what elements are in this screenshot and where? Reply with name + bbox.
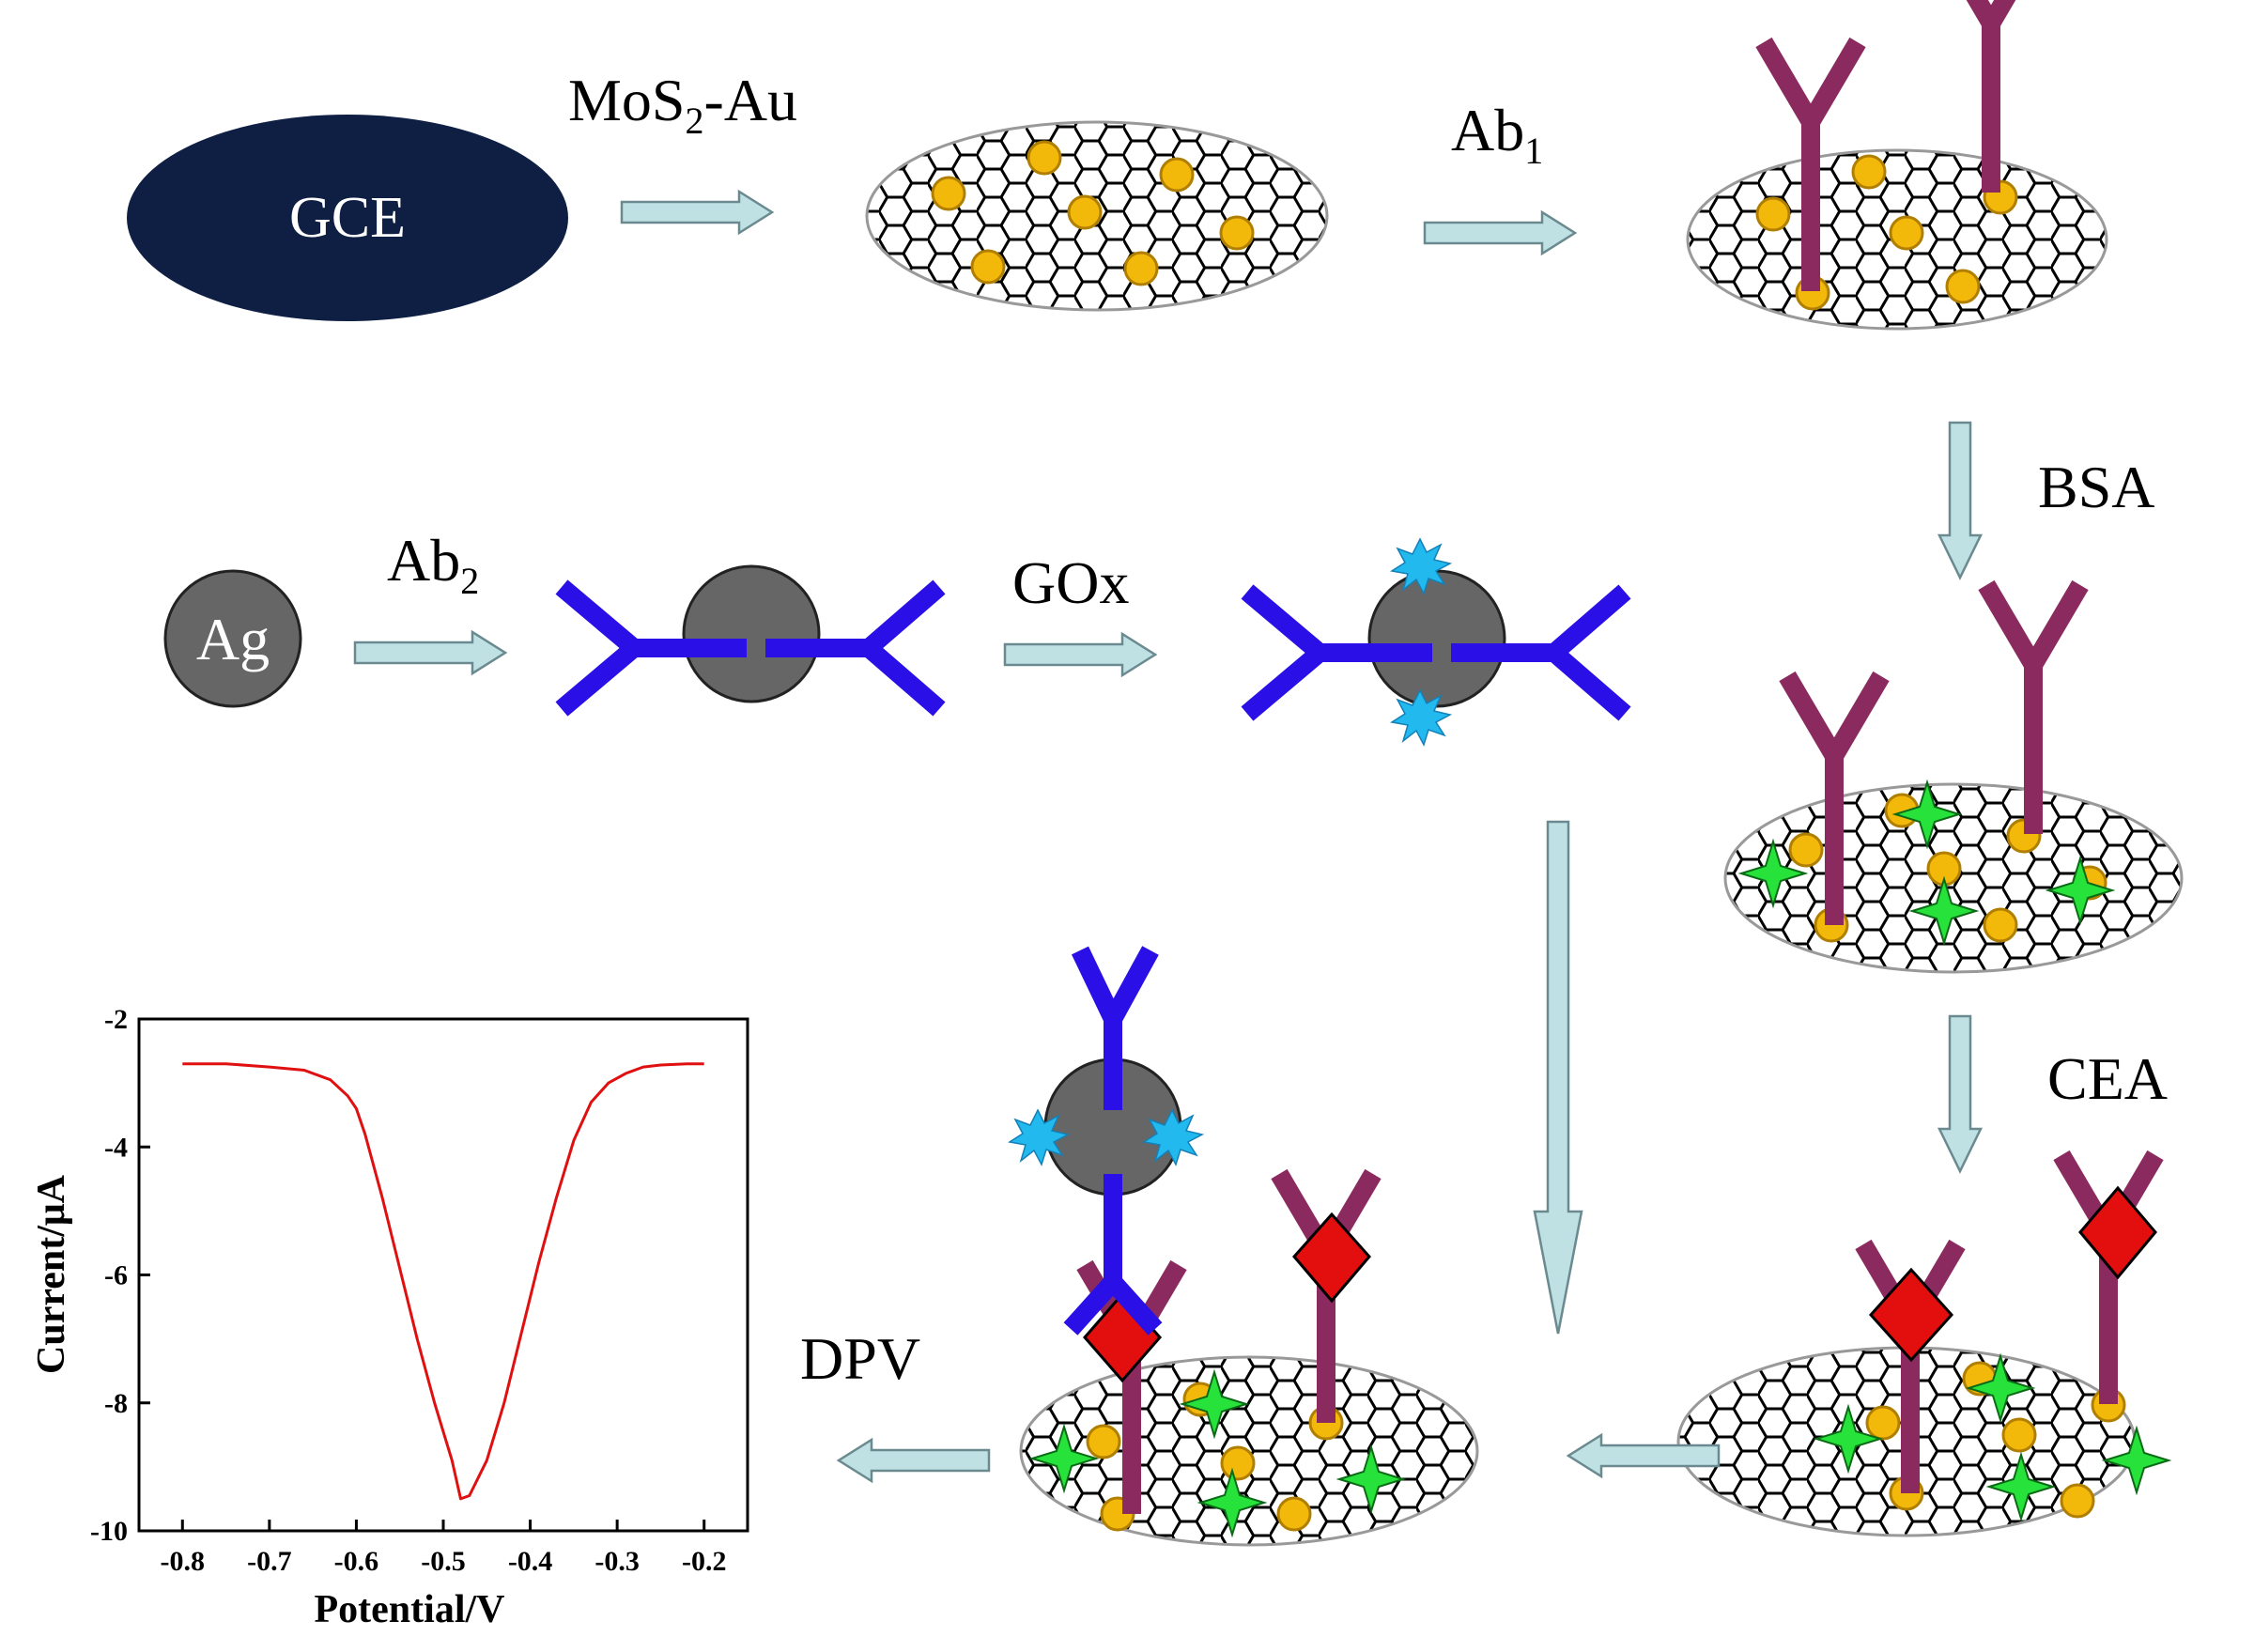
- ag-ab2-conjugate: [555, 564, 946, 717]
- arrow-to-mos2-electrode: [620, 190, 774, 235]
- ab1-label: Ab: [1451, 97, 1524, 163]
- x-tick-label: -0.3: [594, 1546, 640, 1577]
- chart-plot-frame: [137, 1017, 749, 1533]
- cea-label: CEA: [2047, 1045, 2168, 1112]
- x-tick-label: -0.8: [161, 1546, 206, 1577]
- ag-label: Ag: [196, 606, 270, 672]
- arrow-down-cea: [1938, 1014, 1983, 1173]
- ab2-label: Ab: [387, 527, 460, 594]
- mos2-au-step-label: MoS2-Au: [568, 67, 797, 142]
- svg-text:Ab2: Ab2: [387, 527, 479, 602]
- svg-text:Ab1: Ab1: [1451, 97, 1543, 172]
- arrow-left-to-dpv-chart: [837, 1438, 991, 1483]
- gce-electrode: GCE: [127, 115, 568, 321]
- ab1-electrode: [1686, 0, 2108, 331]
- x-tick-label: -0.5: [421, 1546, 466, 1577]
- ab2-step-label: Ab2: [387, 527, 479, 602]
- chart-y-axis-label: Current/μA: [30, 1174, 73, 1374]
- x-tick-label: -0.4: [508, 1546, 553, 1577]
- y-tick-label: -4: [104, 1132, 128, 1163]
- y-tick-label: -8: [104, 1388, 128, 1419]
- y-tick-label: -10: [90, 1516, 128, 1547]
- svg-text:MoS2-Au: MoS2-Au: [568, 67, 797, 142]
- gce-label: GCE: [289, 186, 406, 250]
- y-tick-label: -6: [104, 1260, 128, 1291]
- ab1-step-label: Ab1: [1451, 97, 1543, 172]
- ag-ab2-gox-conjugate: [1241, 538, 1631, 746]
- ab1-antibody-icon: [2061, 1155, 2155, 1404]
- bsa-electrode: [1723, 585, 2184, 974]
- mos2-label: MoS: [568, 67, 686, 133]
- x-tick-label: -0.7: [247, 1546, 292, 1577]
- ag-particle: Ag: [163, 569, 302, 708]
- arrow-to-ab1-electrode: [1423, 210, 1577, 255]
- mos2-subscript: 2: [686, 100, 704, 142]
- dpv-chart: -0.8-0.7-0.6-0.5-0.4-0.3-0.2-10-8-6-4-2 …: [30, 1004, 749, 1631]
- dpv-label: DPV: [800, 1325, 920, 1392]
- dpv-current-curve: [182, 1062, 704, 1501]
- cea-electrode: [1676, 1155, 2169, 1537]
- gold-nanoparticles: [931, 140, 1255, 286]
- arrow-to-ag-ab2: [353, 630, 507, 675]
- cea-antigen-icon: [1868, 1185, 2157, 1363]
- mos2-au-electrode: [865, 120, 1329, 312]
- ab1-subscript: 1: [1524, 130, 1543, 172]
- chart-series: [182, 1062, 704, 1501]
- mos2-au-suffix: -Au: [704, 67, 798, 133]
- x-tick-label: -0.6: [334, 1546, 379, 1577]
- arrow-down-bsa: [1938, 421, 1983, 579]
- ab2-subscript: 2: [460, 560, 479, 602]
- bsa-label: BSA: [2038, 454, 2155, 520]
- arrow-down-gox-to-sandwich: [1533, 820, 1583, 1335]
- chart-x-axis-label: Potential/V: [315, 1588, 505, 1631]
- sandwich-electrode: [1009, 946, 1479, 1547]
- gox-label: GOx: [1012, 549, 1129, 616]
- arrow-to-gox-conjugate: [1003, 632, 1157, 677]
- bound-detection-conjugate: [1009, 946, 1203, 1335]
- y-tick-label: -2: [104, 1004, 128, 1035]
- x-tick-label: -0.2: [682, 1546, 727, 1577]
- chart-ticks: -0.8 -0.7 -0.6 -0.5 -0.4 -0.3 -0.2 -10 -8 -6 -4 -2: [90, 1004, 726, 1577]
